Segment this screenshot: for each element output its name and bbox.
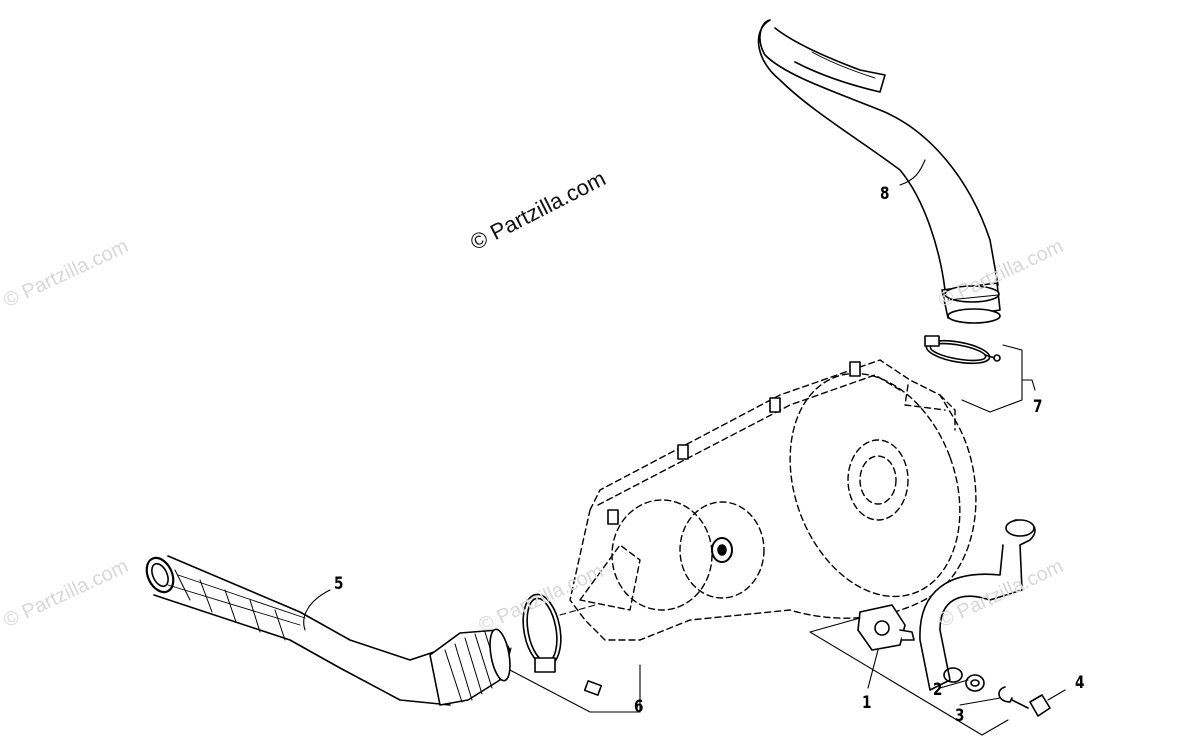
callout-6: 6 [634, 697, 644, 717]
callout-2: 2 [933, 680, 943, 700]
callout-5: 5 [334, 574, 344, 594]
callout-7: 7 [1033, 397, 1043, 417]
callout-8: 8 [880, 184, 890, 204]
washer-part-2 [965, 674, 985, 692]
belt-cover-housing [569, 359, 977, 641]
hose-clamp-part-6 [505, 593, 641, 713]
callout-3: 3 [955, 706, 965, 726]
clip-part-3 [998, 686, 1013, 703]
intake-duct-part-8 [757, 19, 1001, 324]
bolt-part-4 [1011, 694, 1051, 717]
callout-1: 1 [862, 693, 872, 713]
callout-4: 4 [1075, 673, 1085, 693]
lower-duct-part-5 [145, 555, 511, 706]
callout-leaders [303, 159, 1066, 706]
linkage-part-1 [809, 519, 1036, 736]
clamp-part-7 [924, 335, 1036, 413]
belt-cover-hubs [607, 361, 861, 563]
